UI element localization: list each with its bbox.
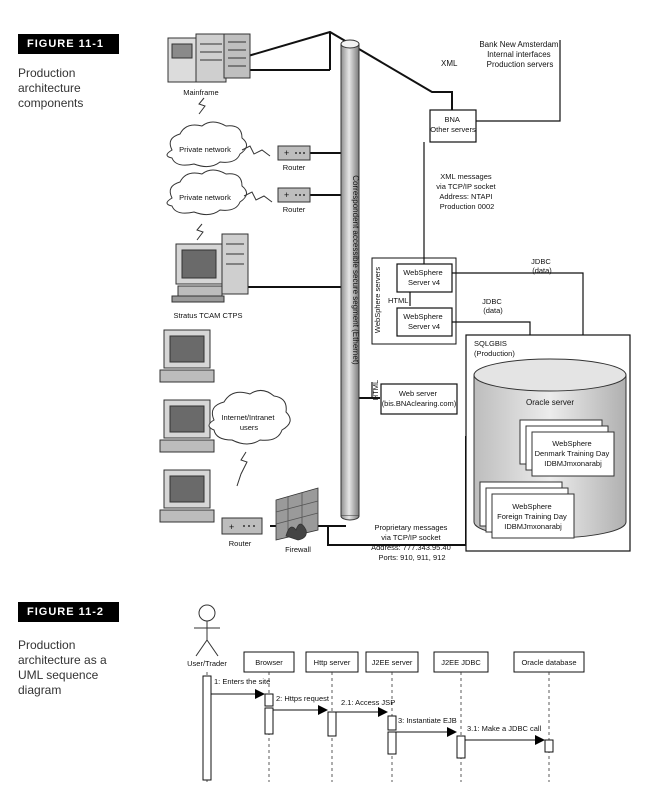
- svg-text:+: +: [229, 522, 234, 532]
- lightning-icon: [236, 451, 248, 487]
- web-server-label: Web server (bis.BNAclearing.com): [382, 389, 457, 408]
- router-icon: +: [277, 187, 311, 203]
- mainframe-icon: [167, 33, 251, 83]
- router-icon: +: [277, 145, 311, 161]
- bna-other-servers-box: [429, 109, 477, 143]
- jdbc-label: JDBC (data): [531, 257, 553, 275]
- stratus-label: Stratus TCAM CTPS: [173, 311, 242, 320]
- jdbc-label: JDBC (data): [482, 297, 504, 315]
- websphere-servers-group: [371, 257, 457, 345]
- lifeline-label: J2EE server: [372, 658, 413, 667]
- websphere-server-box-1: [396, 263, 453, 293]
- private-network-label: Private network: [179, 193, 231, 202]
- database-label: WebSphere Denmark Training Day IDBMJmxon…: [535, 439, 612, 468]
- lifeline-oracle-database: Oracle database: [513, 651, 585, 673]
- figure-1-caption-line: architecture: [18, 81, 81, 95]
- bna-box-label: BNA Other servers: [430, 115, 476, 134]
- private-network-cloud-1: Private network: [166, 121, 247, 168]
- svg-text:+: +: [284, 148, 289, 158]
- database-stack-1: [519, 419, 615, 477]
- figure-1-caption-line: Production: [18, 66, 76, 80]
- client-computer-icon: [159, 399, 215, 453]
- lightning-icon: [198, 97, 206, 115]
- lightning-icon: [196, 223, 204, 241]
- message-labels: 1: Enters the site 2: Https request 2.1:…: [214, 677, 542, 733]
- database-stack-2: [479, 481, 575, 539]
- figure-2-caption-line: diagram: [18, 683, 62, 697]
- message-label: 3: Instantiate EJB: [398, 716, 457, 725]
- lifeline-j2ee-jdbc: J2EE JDBC: [433, 651, 489, 673]
- jdbc-link-1: [452, 272, 584, 335]
- lifeline-j2ee-server: J2EE server: [365, 651, 419, 673]
- figure-2-caption: Production architecture as a UML sequenc…: [18, 638, 128, 698]
- activation-bars: [202, 675, 554, 781]
- router-icon: +: [221, 517, 263, 535]
- segment-label: Correspondent accessible secure segment …: [351, 175, 360, 365]
- internet-users-cloud: Internet/Intranet users: [208, 390, 291, 445]
- lifeline-browser: Browser: [243, 651, 295, 673]
- firewall-label: Firewall: [285, 545, 311, 554]
- stratus-computer-icon: [171, 233, 249, 303]
- internet-users-label: Internet/Intranet users: [221, 413, 276, 432]
- lifeline-label: Browser: [255, 658, 283, 667]
- thin-links: [371, 40, 584, 398]
- router-label: Router: [283, 205, 306, 214]
- websphere-servers-label: WebSphere servers: [373, 267, 382, 333]
- html-label: HTML: [388, 296, 408, 305]
- client-computer-icon: [159, 469, 215, 523]
- figure-2-caption-line: architecture as a: [18, 653, 107, 667]
- message-label: 1: Enters the site: [214, 677, 270, 686]
- lifeline-label: Http server: [314, 658, 351, 667]
- message-label: 2: Https request: [276, 694, 330, 703]
- figure-2-caption-line: UML sequence: [18, 668, 99, 682]
- private-network-label: Private network: [179, 145, 231, 154]
- xml-messages-label: XML messages via TCP/IP socket Address: …: [436, 172, 497, 211]
- figure-2-label: FIGURE 11-2: [18, 602, 119, 622]
- websphere-server-box-2: [396, 307, 453, 337]
- ethernet-segment-pipe: Correspondent accessible secure segment …: [340, 39, 360, 521]
- figure-1-caption: Production architecture components: [18, 66, 128, 111]
- actor-user-trader: [194, 604, 220, 657]
- svg-text:+: +: [284, 190, 289, 200]
- proprietary-messages-label: Proprietary messages via TCP/IP socket A…: [371, 523, 453, 562]
- jdbc-link-2: [452, 321, 531, 335]
- web-server-box: [380, 383, 458, 415]
- bank-title: Bank New Amsterdam Internal interfaces P…: [479, 40, 560, 69]
- lifeline-http-server: Http server: [305, 651, 359, 673]
- websphere-server-label: WebSphere Server v4: [403, 268, 445, 287]
- router-label: Router: [229, 539, 252, 548]
- xml-label: XML: [441, 59, 458, 68]
- bna-right-link: [476, 40, 561, 122]
- sqlgbis-label: SQLGBIS (Production): [474, 339, 515, 358]
- figure-2-caption-line: Production: [18, 638, 76, 652]
- lifeline-label: Oracle database: [521, 658, 576, 667]
- mainframe-to-bna-link: [247, 30, 453, 110]
- lifeline-label: J2EE JDBC: [441, 658, 481, 667]
- mainframe-label: Mainframe: [183, 88, 218, 97]
- lightning-icon: [243, 191, 273, 203]
- firewall-icon: [275, 487, 319, 541]
- router-label: Router: [283, 163, 306, 172]
- figure-1-label: FIGURE 11-1: [18, 34, 119, 54]
- websphere-server-label: WebSphere Server v4: [403, 312, 445, 331]
- lightning-icon: [241, 145, 271, 157]
- private-network-cloud-2: Private network: [166, 169, 247, 216]
- html-label: HTML: [371, 380, 380, 400]
- client-computer-icon: [159, 329, 215, 383]
- message-label: 2.1: Access JSP: [341, 698, 395, 707]
- oracle-server-label: Oracle server: [526, 398, 574, 407]
- database-label: WebSphere Foreign Training Day IDBMJmxon…: [497, 502, 569, 531]
- figure-1-caption-line: components: [18, 96, 84, 110]
- message-label: 3.1: Make a JDBC call: [467, 724, 542, 733]
- actor-label: User/Trader: [187, 659, 227, 668]
- sequence-messages: [211, 689, 545, 745]
